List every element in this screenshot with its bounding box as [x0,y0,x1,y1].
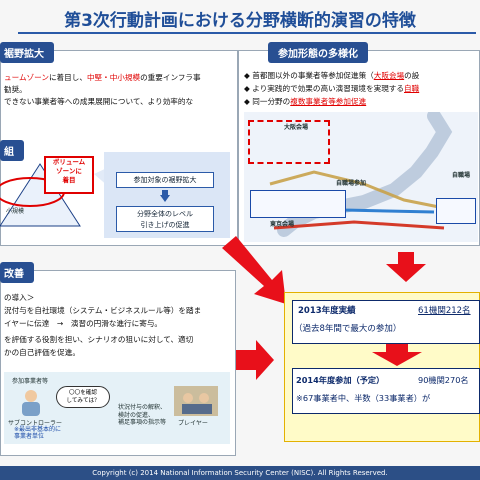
title-underline [18,32,476,34]
player-people-icon [174,386,218,416]
copyright-footer: Copyright (c) 2014 National Information … [0,466,480,480]
page-title: 第3次行動計画における分野横断的演習の特徴 [64,11,416,31]
participation-tab: 参加形態の多様化 [268,42,368,63]
results-2013-sub: （過去8年間で最大の参加） [294,324,402,334]
improvement-line1: の導入＞ [4,293,35,302]
participation-bullet-2: ◆ より実践的で効果の高い演習環境を実現する自職 [244,84,420,93]
results-2014-value: 90機関270名 [418,375,469,385]
own-office-right-label: 自職場 [452,172,471,179]
improvement-tab: 改善 [0,262,34,283]
participation-bullet-1: ◆ 首都圏以外の事業者等参加促進策（大阪会場の設 [244,71,420,80]
results-2013-value: 61機関212名 [418,306,471,316]
framework-subtab: 組 [0,140,24,161]
own-office-right-box [436,198,476,224]
tokyo-venue-box [250,190,346,218]
improvement-line3: イヤーに伝達 → 演習の円滑な進行に寄与。 [4,319,163,328]
scope-expansion-tab: 裾野拡大 [0,42,54,63]
improvement-line4: を評価する役割を担い、シナリオの狙いに対して、適切 [4,335,194,344]
arrow-right-down [386,252,426,282]
player-label: プレイヤー [178,420,208,427]
speech-bubble: 〇〇を確認 してみては？ [56,386,110,408]
improvement-line2: 況付与を自社環境（システム・ビジネスルール等）を踏ま [4,306,202,315]
results-2013-box [292,300,480,344]
scope-text-line3: できない事業者等への成果展開について、より効率的な [4,97,194,106]
arrow-bottom-to-results [236,340,274,380]
subcontroller-label: サブコントローラー [8,420,63,427]
volume-zone-callout: ボリューム ゾーンに 着目 [44,156,94,194]
down-arrow-icon [160,190,170,202]
scope-text-line2: 勧奨。 [4,85,27,94]
results-down-arrow-icon [372,344,422,366]
results-2014-box [292,368,480,414]
osaka-venue-label: 大阪会場 [284,124,309,131]
situation-note: 状況付与の解釈、 検討の促進、 補足事項の指示等 [118,404,167,426]
results-2013-label: 2013年度実績 [298,306,356,316]
arrow-left-to-results [222,236,286,304]
tokyo-venue-label: 東京会場 [270,221,295,228]
participation-bullet-3: ◆ 同一分野の複数事業者等参加促進 [244,97,367,106]
improvement-line5: かの自己評価を促進。 [4,348,80,357]
target-expansion-box: 参加対象の裾野拡大 [116,172,214,188]
results-2014-label: 2014年度参加（予定） [296,375,385,385]
participant-caption: 参加事業者等 [12,378,49,385]
osaka-venue-box [248,120,330,164]
pyramid-label: 小規模 [6,208,25,215]
own-office-left-label: 自職場参加 [336,180,367,187]
level-raise-box: 分野全体のレベル 引き上げの促進 [116,206,214,232]
results-2014-sub: ※67事業者中、半数（33事業者）が [296,393,431,403]
scope-text-line1: ュームゾーンに着目し、中堅・中小規模の重要インフラ事 [4,73,201,82]
subcontroller-note: ※最出非基本的に 事業者単位 [14,426,62,440]
subcontroller-person-icon [22,390,40,416]
